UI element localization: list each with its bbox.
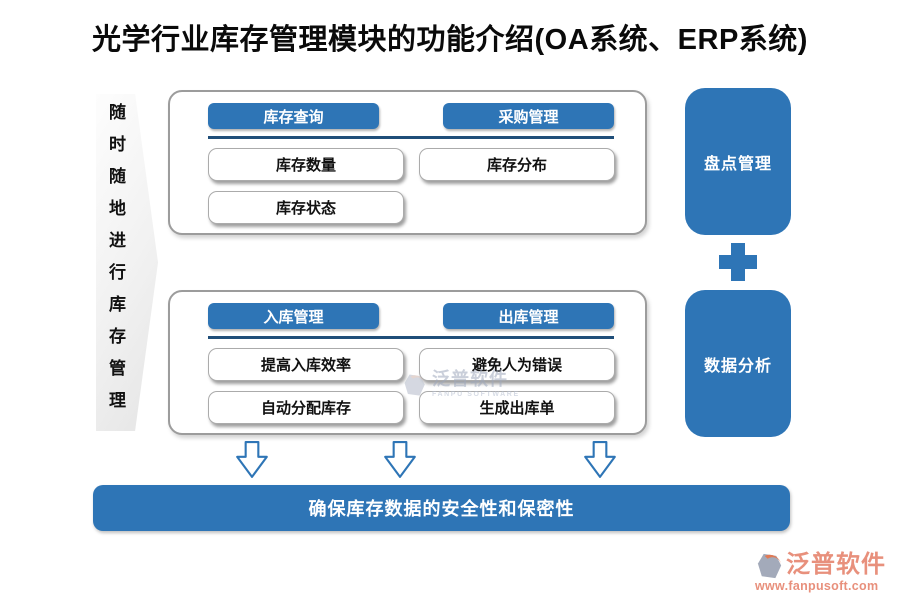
down-arrow-icon xyxy=(384,441,416,479)
down-arrow-icon xyxy=(584,441,616,479)
header-outbound: 出库管理 xyxy=(443,303,614,329)
divider-line xyxy=(208,336,614,339)
stocktaking-box: 盘点管理 xyxy=(685,88,791,235)
item-improve-inbound-efficiency: 提高入库效率 xyxy=(208,348,404,381)
page-title: 光学行业库存管理模块的功能介绍(OA系统、ERP系统) xyxy=(92,24,808,56)
divider-line xyxy=(208,136,614,139)
footer-logo-url: www.fanpusoft.com xyxy=(755,579,879,593)
item-generate-outbound-order: 生成出库单 xyxy=(419,391,615,424)
footer-logo: 泛普软件 www.fanpusoft.com xyxy=(755,551,890,593)
footer-logo-name: 泛普软件 xyxy=(786,551,886,578)
item-avoid-human-error: 避免人为错误 xyxy=(419,348,615,381)
plus-icon xyxy=(717,241,759,283)
item-inventory-distribution: 库存分布 xyxy=(419,148,615,181)
header-inbound: 入库管理 xyxy=(208,303,379,329)
item-inventory-quantity: 库存数量 xyxy=(208,148,404,181)
inventory-query-group: 库存查询 采购管理 库存数量 库存分布 库存状态 xyxy=(168,90,647,235)
header-procurement: 采购管理 xyxy=(443,103,614,129)
warehouse-in-out-group: 入库管理 出库管理 提高入库效率 避免人为错误 自动分配库存 生成出库单 xyxy=(168,290,647,435)
left-banner-label: 随时随地进行库存管理 xyxy=(106,103,125,423)
security-banner: 确保库存数据的安全性和保密性 xyxy=(93,485,790,531)
fanpu-logo-icon xyxy=(755,551,786,582)
item-auto-allocate-stock: 自动分配库存 xyxy=(208,391,404,424)
data-analysis-box: 数据分析 xyxy=(685,290,791,437)
left-banner-arrow: 随时随地进行库存管理 xyxy=(96,94,158,431)
header-inventory-query: 库存查询 xyxy=(208,103,379,129)
down-arrow-icon xyxy=(236,441,268,479)
item-inventory-status: 库存状态 xyxy=(208,191,404,224)
